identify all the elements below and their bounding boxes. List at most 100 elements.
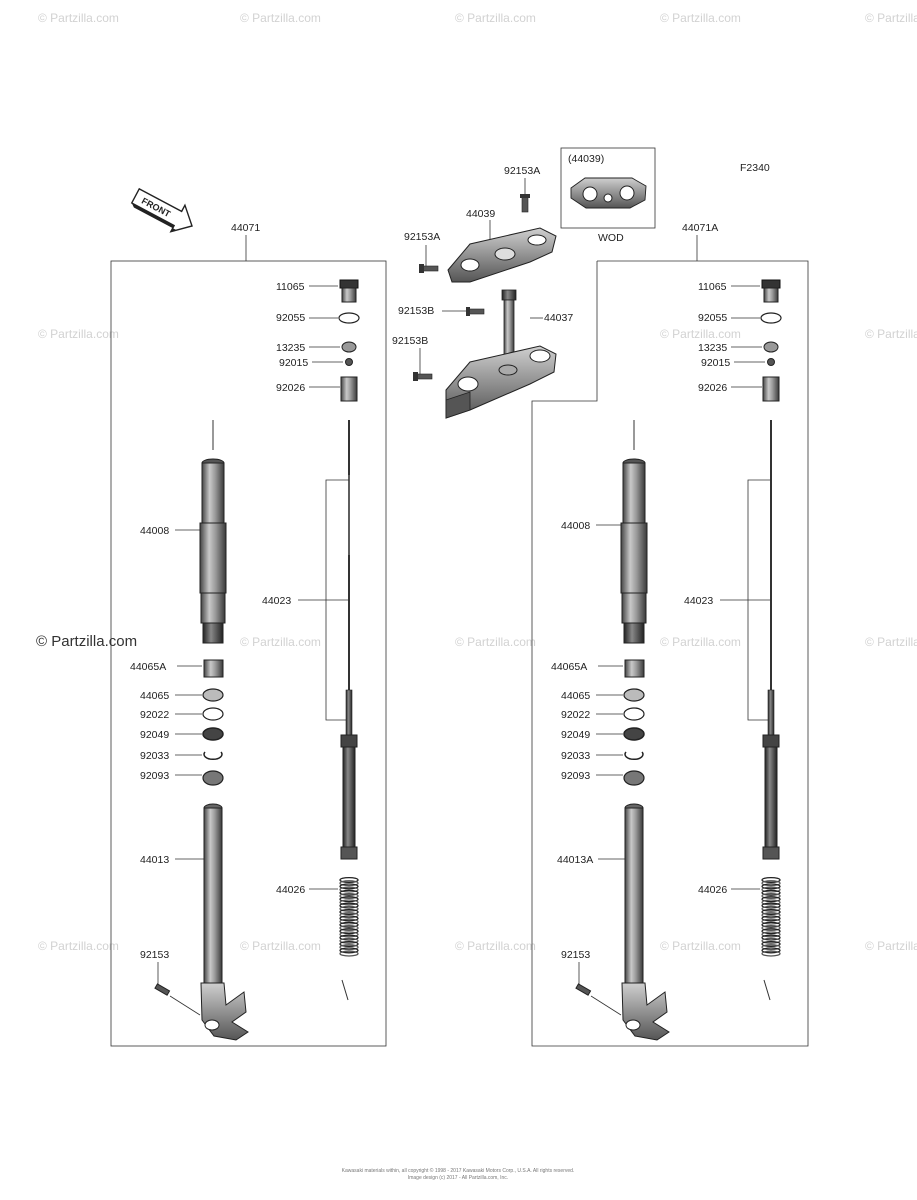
bolt-icon bbox=[520, 194, 530, 213]
axle-clamp-bolt-icon bbox=[154, 983, 171, 996]
fork-spring-icon bbox=[761, 876, 781, 957]
part-label-92015: 92015 bbox=[279, 357, 308, 369]
watermark-text: © Partzilla.com bbox=[38, 327, 119, 341]
part-label-92026: 92026 bbox=[698, 382, 727, 394]
part-label-92093: 92093 bbox=[561, 770, 590, 782]
oil-seal-icon bbox=[202, 727, 224, 741]
assembly-label-right: 44071A bbox=[682, 222, 718, 234]
watermark-text: © Partzilla.com bbox=[660, 635, 741, 649]
part-label-92153A: 92153A bbox=[504, 165, 540, 177]
part-label-92015: 92015 bbox=[701, 357, 730, 369]
watermark-text: © Partzilla.com bbox=[36, 633, 137, 650]
watermark-text: © Partzilla.com bbox=[38, 11, 119, 25]
watermark-text: © Partzilla.com bbox=[660, 327, 741, 341]
front-arrow-icon: FRONT bbox=[130, 187, 193, 233]
inset-caption: WOD bbox=[598, 232, 624, 244]
washer-icon bbox=[202, 707, 224, 721]
inner-fork-tube-icon bbox=[621, 803, 670, 1041]
part-label-44039: 44039 bbox=[466, 208, 495, 220]
watermark-text: © Partzilla.com bbox=[660, 11, 741, 25]
watermarks: © Partzilla.com © Partzilla.com © Partzi… bbox=[36, 11, 917, 953]
part-label-92153: 92153 bbox=[140, 949, 169, 961]
outer-fork-tube-icon bbox=[620, 458, 648, 644]
nut-icon bbox=[345, 358, 353, 366]
washer-icon bbox=[763, 341, 779, 353]
watermark-text: © Partzilla.com bbox=[865, 11, 917, 25]
bushing-icon bbox=[203, 659, 224, 678]
part-label-44026: 44026 bbox=[698, 884, 727, 896]
washer-icon bbox=[341, 341, 357, 353]
inset-title: (44039) bbox=[568, 153, 604, 165]
part-label-13235: 13235 bbox=[698, 342, 727, 354]
part-label-92049: 92049 bbox=[140, 729, 169, 741]
bolt-icon bbox=[466, 307, 485, 316]
part-label-92022: 92022 bbox=[561, 709, 590, 721]
copyright-line-2: Image design (c) 2017 - All Partzilla.co… bbox=[408, 1175, 508, 1181]
bushing-ring-icon bbox=[202, 688, 224, 702]
right-assembly-frame: 44071A bbox=[531, 222, 809, 1047]
watermark-text: © Partzilla.com bbox=[240, 11, 321, 25]
figure-code: F2340 bbox=[740, 162, 770, 174]
washer-icon bbox=[623, 707, 645, 721]
part-label-44065: 44065 bbox=[140, 690, 169, 702]
inner-fork-tube-icon bbox=[200, 803, 249, 1041]
part-label-92153B: 92153B bbox=[392, 335, 428, 347]
part-label-44065: 44065 bbox=[561, 690, 590, 702]
part-label-92153A: 92153A bbox=[404, 231, 440, 243]
part-label-92055: 92055 bbox=[698, 312, 727, 324]
spacer-collar-icon bbox=[340, 376, 358, 402]
part-label-13235: 13235 bbox=[276, 342, 305, 354]
watermark-text: © Partzilla.com bbox=[240, 939, 321, 953]
spacer-collar-icon bbox=[762, 376, 780, 402]
part-label-92022: 92022 bbox=[140, 709, 169, 721]
watermark-text: © Partzilla.com bbox=[455, 11, 536, 25]
watermark-text: © Partzilla.com bbox=[38, 939, 119, 953]
upper-triple-clamp-icon bbox=[447, 227, 557, 283]
triple-clamp-group: 92153A 44039 92153A 92153B 44037 bbox=[392, 165, 573, 419]
part-label-44008: 44008 bbox=[140, 525, 169, 537]
lower-triple-clamp-icon bbox=[445, 289, 557, 419]
copyright-line-1: Kawasaki materials within, all copyright… bbox=[342, 1167, 575, 1174]
left-assembly-frame: 44071 bbox=[110, 222, 387, 1047]
watermark-text: © Partzilla.com bbox=[865, 327, 917, 341]
part-label-11065: 11065 bbox=[698, 281, 727, 293]
part-label-44065A: 44065A bbox=[551, 661, 587, 673]
damper-cartridge-icon bbox=[340, 689, 358, 860]
dust-seal-icon bbox=[202, 770, 224, 786]
part-label-92055: 92055 bbox=[276, 312, 305, 324]
snap-ring-icon bbox=[624, 751, 644, 760]
bushing-ring-icon bbox=[623, 688, 645, 702]
part-label-44008: 44008 bbox=[561, 520, 590, 532]
part-label-44026: 44026 bbox=[276, 884, 305, 896]
fork-cap-bolt-icon bbox=[339, 279, 359, 303]
part-label-92093: 92093 bbox=[140, 770, 169, 782]
part-label-92033: 92033 bbox=[140, 750, 169, 762]
outer-fork-tube-icon bbox=[199, 458, 227, 644]
watermark-text: © Partzilla.com bbox=[240, 635, 321, 649]
part-label-92153B: 92153B bbox=[398, 305, 434, 317]
assembly-label-left: 44071 bbox=[231, 222, 260, 234]
o-ring-icon bbox=[760, 312, 782, 324]
part-label-92153: 92153 bbox=[561, 949, 590, 961]
watermark-text: © Partzilla.com bbox=[865, 635, 917, 649]
part-label-44013: 44013 bbox=[140, 854, 169, 866]
part-label-44023: 44023 bbox=[684, 595, 713, 607]
o-ring-icon bbox=[338, 312, 360, 324]
part-label-92026: 92026 bbox=[276, 382, 305, 394]
left-fork-assembly: 11065 92055 13235 92015 92026 44023 4402… bbox=[130, 279, 360, 1041]
bolt-icon bbox=[413, 372, 433, 381]
snap-ring-icon bbox=[203, 751, 223, 760]
damper-cartridge-icon bbox=[762, 689, 780, 860]
part-label-92033: 92033 bbox=[561, 750, 590, 762]
watermark-text: © Partzilla.com bbox=[455, 635, 536, 649]
part-label-44013A: 44013A bbox=[557, 854, 593, 866]
part-label-44065A: 44065A bbox=[130, 661, 166, 673]
right-fork-assembly: 11065 92055 13235 92015 92026 44023 4402… bbox=[551, 279, 782, 1041]
fork-spring-icon bbox=[339, 876, 359, 957]
watermark-text: © Partzilla.com bbox=[455, 939, 536, 953]
oil-seal-icon bbox=[623, 727, 645, 741]
part-label-92049: 92049 bbox=[561, 729, 590, 741]
bolt-icon bbox=[419, 264, 439, 273]
watermark-text: © Partzilla.com bbox=[865, 939, 917, 953]
